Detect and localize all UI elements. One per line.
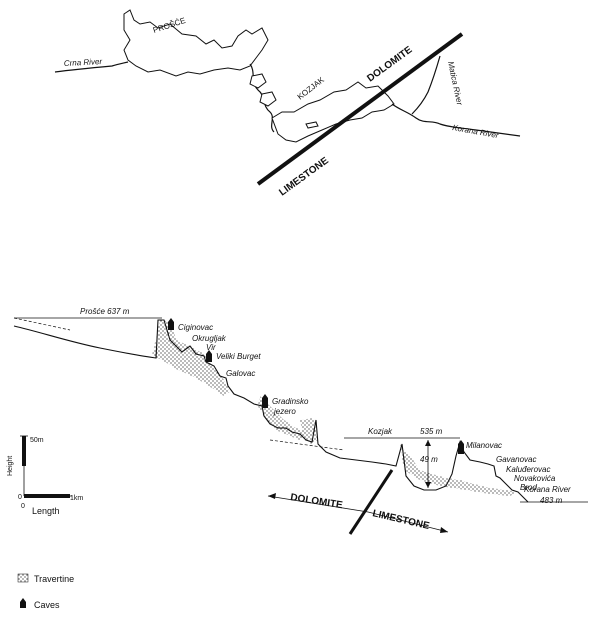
lake-okrugljak-label: Okrugljak bbox=[192, 334, 227, 343]
dolomite-arrowhead bbox=[268, 493, 276, 499]
scale-bar: 50m 0 Height 0 1km Length bbox=[7, 435, 83, 516]
lake-brod-label: Brod bbox=[520, 483, 537, 492]
lake-gradinsko-label: Gradinsko bbox=[272, 397, 309, 406]
korana-height-label: 483 m bbox=[540, 496, 563, 505]
travertine-swatch bbox=[17, 573, 29, 583]
depth-arrow-bottom bbox=[425, 482, 431, 488]
cave-swatch-icon bbox=[20, 598, 26, 608]
profile-limestone-label: LIMESTONE bbox=[371, 508, 430, 532]
legend: Travertine Caves bbox=[17, 573, 74, 610]
matica-river-label: Matica River bbox=[446, 61, 464, 107]
rock-boundary-map bbox=[256, 32, 464, 186]
rock-boundary-profile bbox=[348, 469, 394, 535]
lake-gavanovac-label: Gavanovac bbox=[496, 455, 536, 464]
lake-milanovac-label: Milanovac bbox=[466, 441, 502, 450]
kozjak-level-dash bbox=[269, 439, 345, 451]
kozjak-island bbox=[305, 121, 319, 129]
lake-galovac-label: Galovac bbox=[226, 369, 255, 378]
lake-okrugljak-outline bbox=[249, 73, 267, 89]
limestone-arrow-line bbox=[367, 511, 449, 533]
cave-mark-burget bbox=[206, 350, 212, 362]
cave-mark-ciginovac bbox=[168, 318, 174, 330]
legend-caves-label: Caves bbox=[34, 600, 60, 610]
lake-novakovica-label: Novakovića bbox=[514, 474, 556, 483]
limestone-arrowhead bbox=[440, 527, 448, 533]
cave-mark-gradinsko bbox=[262, 394, 268, 408]
length-scale-bar bbox=[24, 494, 70, 498]
korana-river-label: Korana River bbox=[452, 123, 500, 140]
depth-arrow-top bbox=[425, 440, 431, 446]
height-top-label: 50m bbox=[30, 437, 44, 444]
length-axis-label: Length bbox=[32, 506, 60, 516]
crna-river-label: Crna River bbox=[64, 57, 103, 68]
height-axis-label: Height bbox=[7, 456, 14, 476]
kozjak-height-label: 535 m bbox=[420, 427, 443, 436]
crna-river-line bbox=[54, 61, 129, 73]
cave-mark-milanovac bbox=[458, 440, 464, 454]
travertine-barriers bbox=[152, 320, 516, 496]
map-dolomite-label: DOLOMITE bbox=[365, 44, 414, 84]
length-zero-label: 0 bbox=[21, 503, 25, 510]
lake-ciginovac-label: Ciginovac bbox=[178, 323, 213, 332]
length-end-label: 1km bbox=[70, 495, 83, 502]
kozjak-lake-outline bbox=[271, 81, 395, 143]
height-zero-label: 0 bbox=[18, 494, 22, 501]
lake-kaluderovac-label: Kaluđerovac bbox=[506, 465, 550, 474]
lake-burget-outline bbox=[259, 91, 277, 107]
lake-veliki-burget-label: Veliki Burget bbox=[216, 352, 261, 361]
prosce-lake-outline bbox=[123, 9, 269, 77]
kozjak-lake-label: KOZJAK bbox=[296, 75, 327, 102]
lakes-map: Crna River PROŠĆE KOZJAK Korana River Ma… bbox=[54, 9, 521, 198]
prosce-level-label: Prošće 637 m bbox=[80, 307, 130, 316]
dolomite-arrow-line bbox=[267, 495, 369, 513]
matica-river-line bbox=[411, 55, 441, 115]
height-scale-bar bbox=[22, 436, 26, 466]
prosce-level-dash bbox=[13, 317, 71, 331]
lower-lakes-chain bbox=[391, 103, 477, 131]
legend-travertine-label: Travertine bbox=[34, 574, 74, 584]
kozjak-level-label: Kozjak bbox=[368, 427, 393, 436]
lake-jezero-label: jezero bbox=[273, 407, 296, 416]
longitudinal-profile: Prošće 637 m Kozjak 535 m 49 m Korana Ri… bbox=[13, 307, 588, 535]
korana-river-line bbox=[475, 129, 521, 137]
lake-vir-label: Vir bbox=[206, 343, 216, 352]
korana-level-label: Korana River bbox=[524, 485, 571, 494]
profile-dolomite-label: DOLOMITE bbox=[290, 492, 344, 511]
depth-label: 49 m bbox=[420, 455, 438, 464]
